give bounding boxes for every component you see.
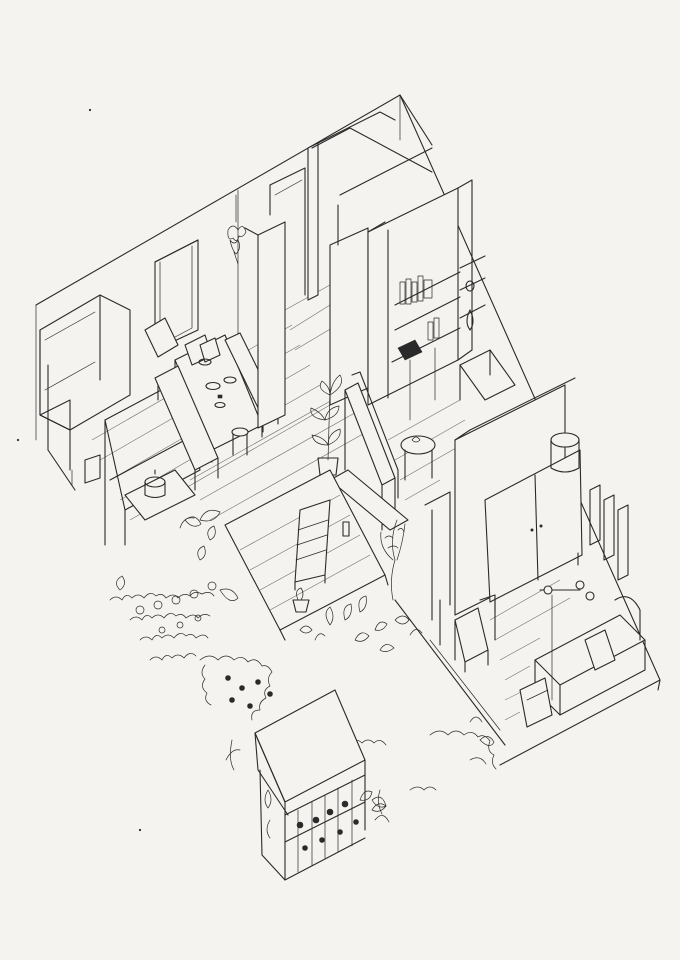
lawn-hedges: [199, 655, 497, 815]
kitchen-stool: [124, 469, 196, 521]
bedroom-chair: [439, 594, 496, 673]
building-outline: [35, 94, 661, 766]
terrace-deck: [224, 469, 389, 641]
garden-edge: [394, 599, 506, 746]
terrace-plants: [299, 519, 423, 652]
side-lamp: [231, 427, 249, 456]
garden-beds: [109, 509, 239, 661]
bedroom-wing: [424, 349, 583, 621]
paper-marks: [16, 108, 142, 832]
wall-lamp: [539, 580, 595, 701]
sofa: [519, 596, 646, 728]
kitchen-area: [39, 294, 201, 546]
round-side-table: [400, 435, 436, 481]
bookshelf: [367, 179, 486, 421]
right-wall-panels: [589, 484, 629, 581]
greenhouse: [254, 689, 390, 881]
glass-divider: [329, 371, 409, 531]
floor-plant: [310, 374, 342, 476]
hanging-plant: [227, 194, 247, 265]
